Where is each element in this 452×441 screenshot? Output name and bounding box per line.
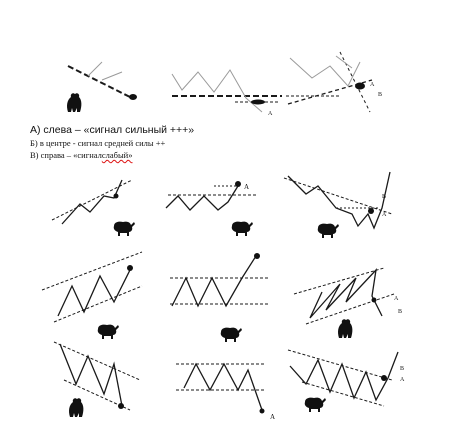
bull-icon <box>304 397 326 412</box>
point-label-a: A <box>400 377 405 383</box>
bull-icon <box>220 327 242 342</box>
caption-weak-prefix: В) справа – «сигнал <box>30 150 102 160</box>
row4-left-pattern <box>53 341 141 417</box>
bull-icon <box>97 324 119 339</box>
point-label-a: A <box>244 183 249 191</box>
caption-weak-underlined: слабый» <box>101 150 133 160</box>
row3-right-pattern: A B <box>293 267 402 338</box>
bull-icon <box>113 221 135 236</box>
bear-icon <box>67 93 82 112</box>
row3-left-pattern <box>41 251 143 339</box>
bull-icon <box>317 223 339 238</box>
row3-center-pattern <box>170 253 270 342</box>
row2-right-pattern: B A <box>283 171 393 238</box>
caption-medium-signal: Б) в центре - сигнал средней силы ++ <box>30 138 166 148</box>
point-label-a: A <box>382 212 387 218</box>
row1-right-pattern: A B <box>286 51 382 113</box>
row1-center-pattern: A <box>171 69 282 117</box>
point-label-a: A <box>394 296 399 302</box>
bull-icon <box>231 221 253 236</box>
bear-icon <box>338 319 353 338</box>
point-label-b: B <box>382 194 386 200</box>
point-label-a: A <box>370 82 375 88</box>
row2-center-pattern: A <box>165 181 256 236</box>
row1-left-pattern <box>67 61 137 112</box>
row4-right-pattern: B A <box>287 349 405 407</box>
point-label-b: B <box>378 92 382 98</box>
caption-strong-signal: А) слева – «сигнал сильный +++» <box>30 124 195 136</box>
point-label-b: B <box>400 366 404 372</box>
point-label-a: A <box>270 413 275 421</box>
bear-icon <box>69 398 84 417</box>
row2-left-pattern <box>51 179 135 236</box>
row4-center-pattern: A <box>176 362 326 421</box>
point-label-a: A <box>268 111 273 117</box>
point-label-b: B <box>398 309 402 315</box>
caption-weak-signal: В) справа – «сигналслабый» <box>30 150 132 160</box>
